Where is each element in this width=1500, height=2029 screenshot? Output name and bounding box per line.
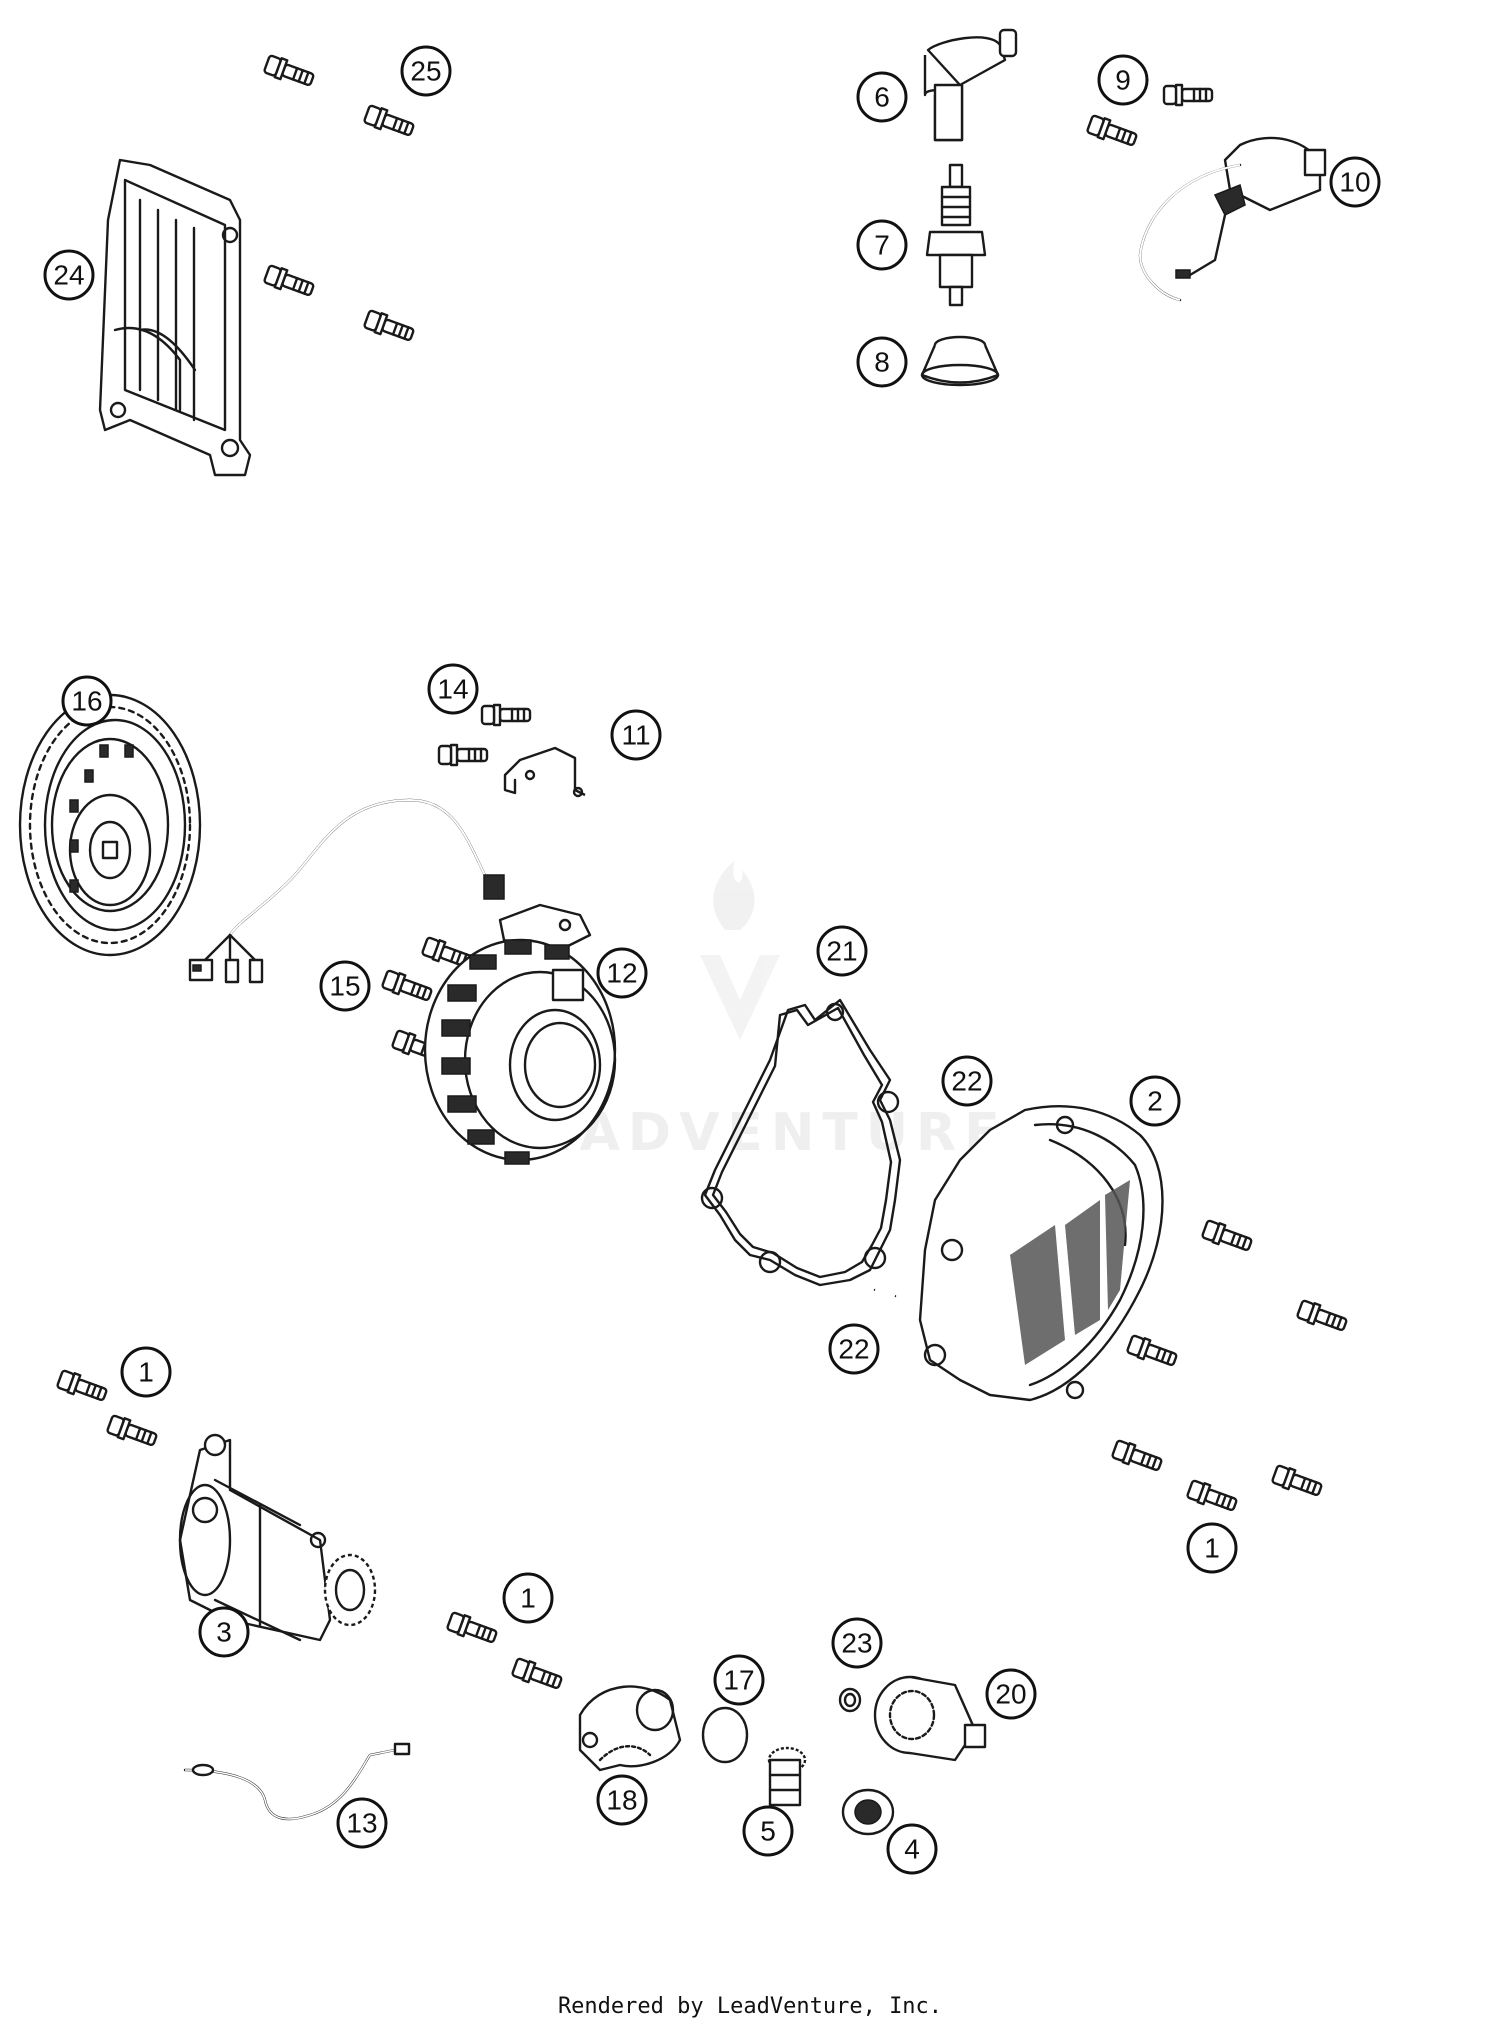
callout-c1a: 1 [120, 1346, 172, 1398]
part-12-stator-harness [188, 798, 592, 984]
part-5-gear-shaft [767, 1746, 807, 1807]
svg-text:15: 15 [329, 971, 360, 1002]
svg-text:9: 9 [1115, 65, 1131, 96]
svg-text:12: 12 [606, 958, 637, 989]
part-23-washer [838, 1687, 862, 1713]
svg-text:3: 3 [216, 1617, 232, 1648]
callout-c15: 15 [319, 960, 371, 1012]
svg-text:20: 20 [995, 1679, 1026, 1710]
callout-c9: 9 [1097, 54, 1149, 106]
part-10-ignition-coil [1138, 136, 1327, 302]
callout-c8: 8 [856, 336, 908, 388]
svg-text:13: 13 [346, 1808, 377, 1839]
part-16-flywheel [18, 693, 202, 957]
svg-text:10: 10 [1339, 167, 1370, 198]
part-6-spark-plug-cap [923, 28, 1018, 142]
part-21-gasket [700, 998, 902, 1287]
svg-text:23: 23 [841, 1628, 872, 1659]
svg-text:5: 5 [760, 1816, 776, 1847]
svg-text:1: 1 [1204, 1533, 1220, 1564]
svg-text:25: 25 [410, 56, 441, 87]
svg-text:11: 11 [621, 720, 650, 751]
part-18-idler-housing [578, 1685, 682, 1772]
callout-c13: 13 [336, 1797, 388, 1849]
svg-text:8: 8 [874, 347, 890, 378]
callout-c11: 11 [610, 709, 662, 761]
callout-c3: 3 [198, 1606, 250, 1658]
part-17-o-ring [701, 1706, 749, 1764]
svg-text:2: 2 [1147, 1086, 1163, 1117]
part-4-bearing [841, 1788, 895, 1836]
part-3-starter-motor [178, 1433, 377, 1642]
callout-c22a: 22 [941, 1055, 993, 1107]
callout-c12: 12 [596, 947, 648, 999]
part-7-spark-plug [925, 163, 987, 307]
footer-credit: Rendered by LeadVenture, Inc. [557, 1994, 943, 2019]
svg-text:14: 14 [437, 674, 468, 705]
callout-c18: 18 [596, 1774, 648, 1826]
callout-c1b: 1 [1186, 1522, 1238, 1574]
svg-text:22: 22 [838, 1334, 869, 1365]
callout-c1c: 1 [502, 1572, 554, 1624]
callout-c7: 7 [856, 219, 908, 271]
callout-c25: 25 [400, 45, 452, 97]
callout-c21: 21 [816, 925, 868, 977]
callout-c23: 23 [831, 1617, 883, 1669]
svg-text:17: 17 [723, 1665, 754, 1696]
svg-text:1: 1 [520, 1583, 536, 1614]
part-25-bolts [262, 52, 417, 346]
svg-text:7: 7 [874, 230, 890, 261]
svg-text:6: 6 [874, 82, 890, 113]
callout-c14: 14 [427, 663, 479, 715]
svg-text:4: 4 [904, 1834, 920, 1865]
part-20-freewheel [873, 1675, 987, 1762]
part-13-cable [183, 1742, 411, 1821]
part-8-seal [920, 335, 1000, 387]
callout-c16: 16 [61, 675, 113, 727]
part-2-ignition-cover [918, 1104, 1164, 1402]
callout-c10: 10 [1329, 156, 1381, 208]
part-12-stator [423, 938, 617, 1165]
callout-c2: 2 [1129, 1075, 1181, 1127]
svg-text:24: 24 [53, 260, 84, 291]
part-24-regulator-plate [98, 158, 252, 477]
callout-c20: 20 [985, 1668, 1037, 1720]
svg-text:16: 16 [71, 686, 102, 717]
callout-c24: 24 [43, 249, 95, 301]
callout-c4: 4 [886, 1823, 938, 1875]
part-11-bracket [503, 746, 586, 798]
svg-text:18: 18 [606, 1785, 637, 1816]
svg-text:22: 22 [951, 1066, 982, 1097]
callout-c17: 17 [713, 1654, 765, 1706]
callout-c22b: 22 [828, 1323, 880, 1375]
callout-c5: 5 [742, 1805, 794, 1857]
svg-text:21: 21 [826, 936, 857, 967]
part-1-mid-bolts [445, 1609, 565, 1694]
callout-c6: 6 [856, 71, 908, 123]
svg-text:1: 1 [138, 1357, 154, 1388]
